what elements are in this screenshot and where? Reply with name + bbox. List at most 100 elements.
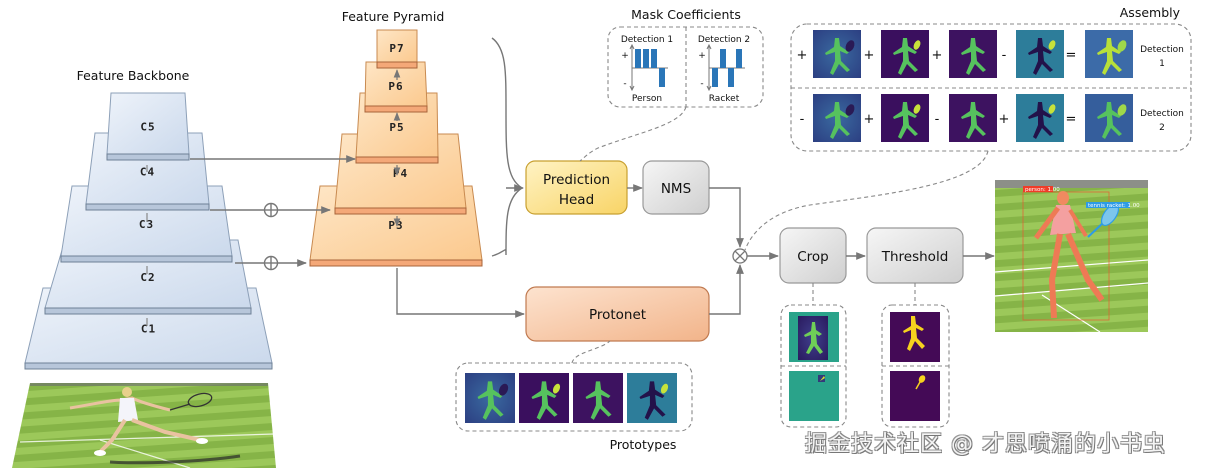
threshold-label: Threshold (881, 249, 949, 265)
nms-label: NMS (661, 181, 691, 197)
coeff-plus-sign: + (698, 51, 706, 61)
mask-tile (813, 30, 861, 78)
mask-tile (881, 94, 929, 142)
assembly-to-combine-connector (744, 150, 989, 251)
coeff-to-head-connector (579, 106, 687, 162)
nms-to-combine-arrow (709, 187, 744, 248)
assembly-rows: + + + - = Detection 1 - + - + = Detection 2 (797, 30, 1184, 142)
coefficient-bar (712, 68, 718, 87)
input-image (12, 383, 276, 469)
assembly-operator: - (800, 112, 805, 127)
crop-mask-person (789, 312, 839, 362)
mask-tile (1085, 30, 1133, 78)
mask-tile (1085, 94, 1133, 142)
threshold-block[interactable]: Threshold (866, 227, 964, 284)
assembly-detection-label: Detection (1140, 109, 1184, 119)
assembly-detection-number: 1 (1159, 59, 1165, 69)
prediction-head-line1: Prediction (543, 172, 610, 188)
prototype-mask-1 (465, 373, 515, 423)
lateral-connections (190, 155, 356, 271)
assembly-operator: = (1066, 112, 1077, 127)
coefficient-bars: +-+- (621, 43, 745, 92)
output-image: person: 1.00 tennis racket: 1.00 (994, 180, 1149, 333)
coefficient-bar (728, 68, 734, 87)
pyramid-label-p4: P4 (393, 167, 408, 180)
elementwise-sum-icon (263, 255, 279, 271)
mask-tile (1016, 30, 1064, 78)
mask-tile (881, 30, 929, 78)
assembly-row-2: - + - + = Detection 2 (800, 94, 1184, 142)
prediction-head-line2: Head (559, 192, 594, 208)
protonet-to-prototypes-connector (571, 340, 611, 364)
prototype-mask-4 (627, 373, 677, 423)
protonet-block[interactable]: Protonet (525, 286, 710, 342)
coeff-title-1: Detection 1 (621, 35, 673, 45)
assembly-operator: + (864, 112, 875, 127)
assembly-detection-number: 2 (1159, 123, 1165, 133)
assembly-operator: - (1002, 48, 1007, 63)
mask-coefficients-title: Mask Coefficients (631, 7, 741, 22)
pyramid-layer-p7: P7 (376, 29, 418, 69)
assembly-detection-label: Detection (1140, 45, 1184, 55)
coefficient-bar (720, 49, 726, 68)
assembly-panel: + + + - = Detection 1 - + - + = Detection 2 (790, 23, 1192, 152)
protonet-to-combine-arrow (709, 264, 744, 315)
backbone-label-c2: C2 (140, 271, 155, 284)
coefficient-bar (651, 49, 657, 68)
pyramid-layer-p6: P6 (364, 61, 428, 113)
coefficient-bar (635, 49, 641, 68)
pyramid-title: Feature Pyramid (342, 9, 445, 24)
assembly-operator: - (935, 112, 940, 127)
threshold-mask-person (890, 312, 940, 362)
coefficient-chart-1: +- (621, 43, 668, 92)
person-detection-label: person: 1.00 (1025, 187, 1060, 193)
person-label-bg (1023, 186, 1053, 192)
coeff-class-2: Racket (709, 94, 740, 104)
coeff-class-1: Person (632, 94, 662, 104)
prediction-head-block[interactable]: Prediction Head (525, 160, 628, 215)
assembly-operator: + (797, 48, 808, 63)
prototype-mask-2 (519, 373, 569, 423)
assembly-operator: + (999, 112, 1010, 127)
backbone-layer-c5: C5 (106, 92, 190, 161)
coeff-minus-sign: - (623, 79, 626, 89)
person-mask-overlay (1033, 191, 1105, 319)
crop-label: Crop (797, 249, 829, 265)
crop-mask-racket (789, 371, 839, 421)
pyramid-label-p6: P6 (388, 80, 403, 93)
backbone-title: Feature Backbone (77, 68, 190, 83)
coefficient-bar (643, 49, 649, 68)
crop-block[interactable]: Crop (779, 227, 847, 284)
elementwise-sum-icon (263, 202, 279, 218)
prototypes-panel (455, 362, 693, 432)
p3-to-protonet-arrow (396, 268, 525, 318)
prototypes-title: Prototypes (610, 437, 677, 452)
mask-tile (813, 94, 861, 142)
prototype-masks (465, 373, 677, 423)
nms-block[interactable]: NMS (642, 160, 710, 215)
mask-coefficients-panel: Detection 1 Detection 2 Person Racket +-… (607, 26, 764, 108)
backbone-label-c1: C1 (141, 323, 156, 336)
coefficient-chart-2: +- (698, 43, 745, 92)
coeff-title-2: Detection 2 (698, 35, 750, 45)
protonet-label: Protonet (589, 307, 646, 323)
racket-detection-label: tennis racket: 1.00 (1088, 203, 1140, 209)
mask-tile (1016, 94, 1064, 142)
backbone-label-c3: C3 (139, 218, 154, 231)
assembly-operator: = (1066, 48, 1077, 63)
coeff-minus-sign: - (700, 79, 703, 89)
crop-results-panel (780, 304, 847, 428)
mask-tile (949, 30, 997, 78)
coeff-plus-sign: + (621, 51, 629, 61)
tennis-player-figure (69, 387, 241, 465)
assembly-operator: + (864, 48, 875, 63)
brace-connector (491, 37, 524, 257)
racket-label-bg (1086, 202, 1130, 208)
coefficient-bar (736, 49, 742, 68)
watermark: 掘金技术社区 @ 才思喷涌的小书虫 (805, 432, 1166, 457)
assembly-title: Assembly (1120, 5, 1181, 20)
mask-tile (949, 94, 997, 142)
